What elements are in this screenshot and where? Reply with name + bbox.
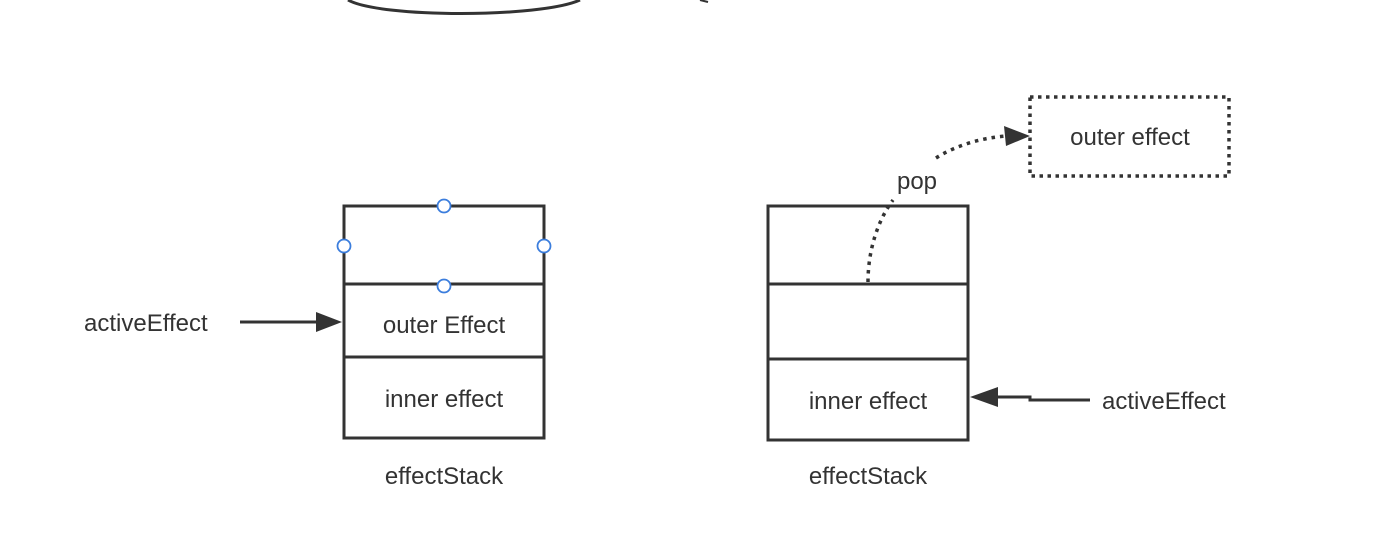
- pop-dotted-arrow-upper: [935, 134, 1007, 160]
- cropped-ellipse-edge: [347, 0, 581, 15]
- left-stack-slot-outer-effect: outer Effect: [383, 312, 506, 339]
- left-active-effect-label: activeEffect: [84, 310, 208, 337]
- left-stack-slot-inner-effect: inner effect: [385, 386, 504, 413]
- pop-dotted-arrow-lower: [866, 198, 895, 283]
- right-effect-stack[interactable]: inner effect: [766, 204, 970, 442]
- left-stack-caption: effectStack: [385, 463, 504, 490]
- right-stack-frame: [766, 204, 970, 442]
- left-stack-frame: [342, 204, 546, 440]
- selection-handle-left[interactable]: [336, 238, 352, 254]
- selection-handle-bottom[interactable]: [436, 278, 452, 294]
- right-stack-caption: effectStack: [809, 463, 928, 490]
- left-active-effect-arrow: [240, 312, 342, 332]
- pop-arrow-head: [1004, 126, 1030, 146]
- selection-handle-right[interactable]: [536, 238, 552, 254]
- popped-outer-effect-box[interactable]: [1028, 95, 1231, 178]
- right-stack-slot-inner-effect: inner effect: [809, 388, 928, 415]
- right-active-effect-label: activeEffect: [1102, 388, 1226, 415]
- popped-outer-effect-label: outer effect: [1070, 124, 1190, 151]
- right-active-effect-arrow: [970, 387, 1090, 407]
- cropped-arrow-tip: [699, 0, 709, 3]
- left-effect-stack[interactable]: outer Effect inner effect: [336, 198, 552, 440]
- selection-handle-top[interactable]: [436, 198, 452, 214]
- pop-label: pop: [897, 168, 937, 195]
